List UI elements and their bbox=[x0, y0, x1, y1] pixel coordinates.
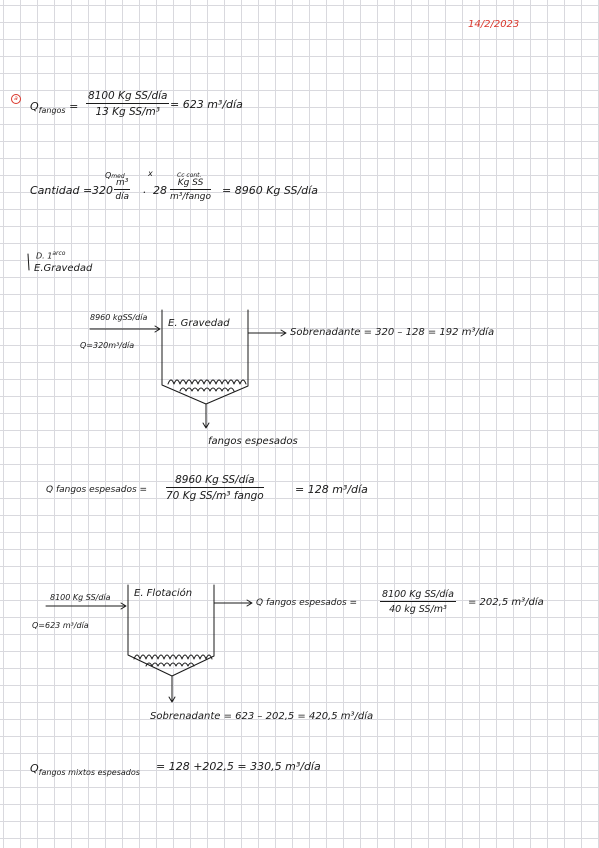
flot-output-lhs: Q fangos espesados = bbox=[256, 598, 358, 608]
eq1-lhs: Qfangos = bbox=[30, 100, 79, 116]
flot-bottom-arrow bbox=[168, 675, 176, 703]
eq1-q-sub: fangos bbox=[38, 106, 66, 115]
eq3-result: = 128 m³/día bbox=[295, 483, 368, 496]
flot-output-arrow bbox=[213, 599, 253, 607]
flot-output-numerator: 8100 Kg SS/día bbox=[380, 589, 456, 602]
eq2-dot: . bbox=[143, 183, 147, 196]
eq3-numerator: 8960 Kg SS/día bbox=[166, 474, 264, 488]
flot-output-denominator: 40 kg SS/m³ bbox=[389, 604, 447, 615]
eq1-denominator: 13 Kg SS/m³ bbox=[95, 106, 160, 118]
eq1-equals: = bbox=[69, 100, 79, 113]
eq3-fraction: 8960 Kg SS/día 70 Kg SS/m³ fango bbox=[166, 474, 264, 502]
note-line2: E.Gravedad bbox=[34, 263, 93, 274]
eq1-fraction: 8100 Kg SS/día 13 Kg SS/m³ bbox=[86, 90, 170, 118]
grav-input-flow: Q=320m³/día bbox=[80, 341, 135, 350]
flot-input-arrow bbox=[45, 602, 127, 610]
flot-input-flow: Q=623 m³/día bbox=[32, 621, 89, 630]
eq3-lhs: Q fangos espesados = bbox=[46, 485, 148, 495]
eq2-result: = 8960 Kg SS/día bbox=[222, 184, 318, 197]
grav-output-arrow bbox=[247, 329, 287, 337]
eq2-unit1-num: m³ bbox=[114, 178, 131, 190]
eq2-unit1: m³ día bbox=[114, 178, 131, 202]
note-line1: D. 1arco bbox=[36, 248, 65, 263]
flot-output-result: = 202,5 m³/día bbox=[468, 597, 544, 608]
eq4-q-sub: fangos mixtos espesados bbox=[38, 768, 140, 777]
eq2-ann-c: Cc cont. bbox=[177, 172, 202, 179]
eq2-unit2: Kg SS m³/fango bbox=[170, 178, 212, 202]
eq2-v1: 320 bbox=[92, 184, 113, 197]
eq2-ann-x: x bbox=[148, 169, 153, 178]
eq2-v2: 28 bbox=[153, 184, 167, 197]
eq2-ann-q-main: Q bbox=[105, 171, 112, 180]
date: 14/2/2023 bbox=[468, 19, 520, 30]
eq1-result: = 623 m³/día bbox=[170, 98, 243, 111]
grav-sludge-hatch bbox=[167, 379, 247, 392]
grav-input-load: 8960 kgSS/día bbox=[90, 313, 148, 322]
grav-tank-label: E. Gravedad bbox=[168, 318, 230, 329]
eq2-unit2-den: m³/fango bbox=[170, 192, 212, 202]
eq1-q: Q bbox=[30, 100, 39, 113]
eq1-numerator: 8100 Kg SS/día bbox=[86, 90, 170, 104]
item-marker: a bbox=[11, 94, 21, 104]
item-marker-label: a bbox=[14, 95, 18, 102]
eq2-label: Cantidad = bbox=[30, 184, 93, 197]
eq2-unit1-den: día bbox=[115, 192, 130, 202]
eq2-unit2-num: Kg SS bbox=[170, 178, 212, 190]
notes-bracket bbox=[27, 253, 30, 271]
eq4-lhs: Qfangos mixtos espesados bbox=[30, 762, 140, 778]
note-line1-text: D. 1 bbox=[36, 251, 53, 261]
eq2-ann-q-sub: med bbox=[111, 173, 125, 180]
eq4-result: = 128 +202,5 = 330,5 m³/día bbox=[156, 760, 321, 773]
flot-tank-outline bbox=[127, 584, 215, 677]
grav-sludge-arrow bbox=[202, 403, 210, 429]
eq4-q: Q bbox=[30, 762, 39, 775]
flot-supernatant: Sobrenadante = 623 – 202,5 = 420,5 m³/dí… bbox=[150, 711, 374, 722]
eq2-ann-q: Qmed bbox=[105, 170, 125, 183]
flot-input-load: 8100 Kg SS/día bbox=[50, 593, 111, 602]
eq3-denominator: 70 Kg SS/m³ fango bbox=[166, 490, 264, 502]
grav-input-arrow bbox=[89, 325, 161, 333]
grav-sludge-label: fangos espesados bbox=[208, 436, 298, 447]
flot-tank-label: E. Flotación bbox=[134, 588, 193, 599]
note-line1-sup: arco bbox=[52, 250, 66, 257]
grav-supernatant: Sobrenadante = 320 – 128 = 192 m³/día bbox=[290, 327, 495, 338]
flot-sludge-hatch bbox=[133, 654, 213, 667]
flot-output-fraction: 8100 Kg SS/día 40 kg SS/m³ bbox=[380, 589, 456, 615]
